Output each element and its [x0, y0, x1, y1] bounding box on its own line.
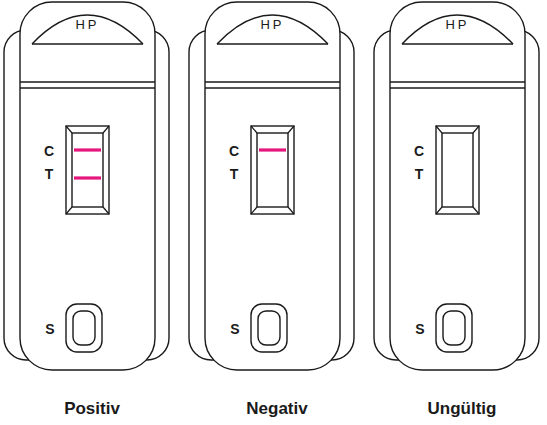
control-label: C [44, 144, 54, 158]
result-caption: Negativ [246, 400, 307, 417]
test-cassette: HP CT S Ungültig [372, 0, 543, 425]
result-line [74, 176, 101, 179]
test-cassette: HP CT S Negativ [187, 0, 358, 425]
test-cassette [374, 2, 539, 370]
sample-label: S [45, 322, 54, 336]
test-label: T [45, 167, 54, 181]
result-caption: Ungültig [428, 400, 497, 417]
test-label: T [230, 167, 239, 181]
control-label: C [414, 144, 424, 158]
sample-label: S [230, 322, 239, 336]
sample-label: S [415, 322, 424, 336]
brand-label: HP [260, 18, 284, 31]
result-line [259, 148, 286, 151]
control-label: C [229, 144, 239, 158]
test-cassette [189, 2, 354, 370]
brand-label: HP [75, 18, 99, 31]
result-caption: Positiv [64, 400, 120, 417]
result-line [74, 148, 101, 151]
test-cassette [4, 2, 169, 370]
test-cassette: HP CT S Positiv [2, 0, 173, 425]
test-label: T [415, 167, 424, 181]
brand-label: HP [445, 18, 469, 31]
